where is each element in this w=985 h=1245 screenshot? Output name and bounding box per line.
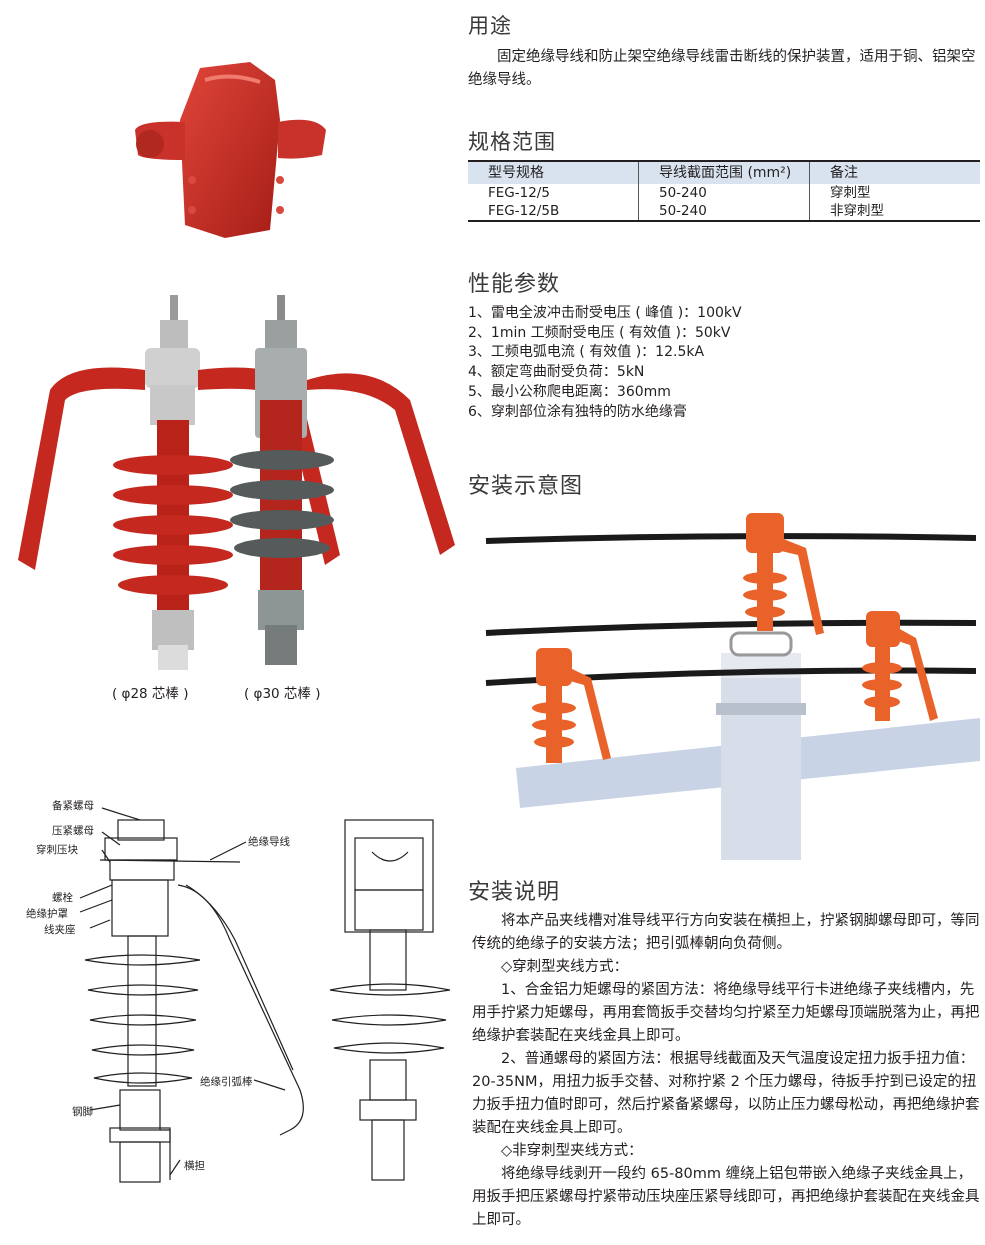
spec-header-note: 备注 [809,162,980,184]
spec-title: 规格范围 [468,130,556,154]
instructions-p3: 2、普通螺母的紧固方法：根据导线截面及天气温度设定扭力扳手扭力值：20-35NM… [472,1051,980,1136]
param-item: 4、额定弯曲耐受负荷：5kN [468,364,645,381]
label-backup-nut: 备紧螺母 [52,800,94,812]
label-clamp-seat: 线夹座 [44,924,76,936]
spec-cell: 穿刺型 [830,185,871,201]
param-item: 3、工频电弧电流 ( 有效值 )：12.5kA [468,344,705,361]
instructions-p4: 将绝缘导线剥开一段约 65-80mm 缠绕上铝包带嵌入绝缘子夹线金具上，用扳手把… [472,1166,980,1228]
caption-right: ( φ30 芯棒 ) [244,686,321,702]
installation-photo [476,503,980,860]
spec-cell: 50-240 [638,184,810,202]
instructions-p1: 将本产品夹线槽对准导线平行方向安装在横担上，拧紧钢脚螺母即可，等同传统的绝缘子的… [472,913,980,952]
param-item: 6、穿刺部位涂有独特的防水绝缘膏 [468,403,687,420]
param-item: 2、1min 工频耐受电压 ( 有效值 )：50kV [468,324,731,341]
label-crossarm: 横担 [184,1160,205,1172]
instructions-h1: ◇穿刺型夹线方式： [501,959,629,975]
label-bolt: 螺栓 [52,892,73,904]
label-insulated-wire: 绝缘导线 [248,836,290,848]
label-piercing-block: 穿刺压块 [36,844,78,856]
insulator-cover-image [135,62,326,238]
instructions-h2: ◇非穿刺型夹线方式： [501,1143,643,1159]
instructions-p2: 1、合金铝力矩螺母的紧固方法：将绝缘导线平行卡进绝缘子夹线槽内，先用手拧紧力矩螺… [472,982,980,1044]
param-item: 1、雷电全波冲击耐受电压 ( 峰值 )：100kV [468,305,742,321]
label-steel-foot: 钢脚 [72,1106,93,1118]
params-title: 性能参数 [468,272,561,297]
params-list: 1、雷电全波冲击耐受电压 ( 峰值 )：100kV 2、1min 工频耐受电压 … [468,304,980,422]
install-diagram-title: 安装示意图 [468,474,584,499]
spec-header-range: 导线截面范围 (mm²) [638,162,810,184]
insulators-photo [18,295,455,670]
spec-header-model: 型号规格 [468,162,639,184]
param-item: 5、最小公称爬电距离：360mm [468,383,671,400]
usage-title: 用途 [468,14,512,38]
instructions-title: 安装说明 [468,880,561,905]
instructions-body: 将本产品夹线槽对准导线平行方向安装在横担上，拧紧钢脚螺母即可，等同传统的绝缘子的… [472,910,982,1232]
usage-text: 固定绝缘导线和防止架空绝缘导线雷击断线的保护装置，适用于铜、铝架空绝缘导线。 [468,49,976,88]
label-insulating-cover: 绝缘护罩 [26,908,68,920]
caption-left: ( φ28 芯棒 ) [112,686,189,702]
spec-cell: FEG-12/5 [468,184,639,202]
spec-cell: 50-240 [638,202,810,220]
spec-table: 型号规格 导线截面范围 (mm²) 备注 FEG-12/5 50-240 穿刺型… [468,160,980,222]
spec-cell: 非穿刺型 [830,203,884,219]
technical-drawing [79,807,450,1183]
label-compression-nut: 压紧螺母 [52,825,94,837]
label-arc-rod: 绝缘引弧棒 [200,1076,253,1088]
spec-cell: FEG-12/5B [468,202,639,220]
